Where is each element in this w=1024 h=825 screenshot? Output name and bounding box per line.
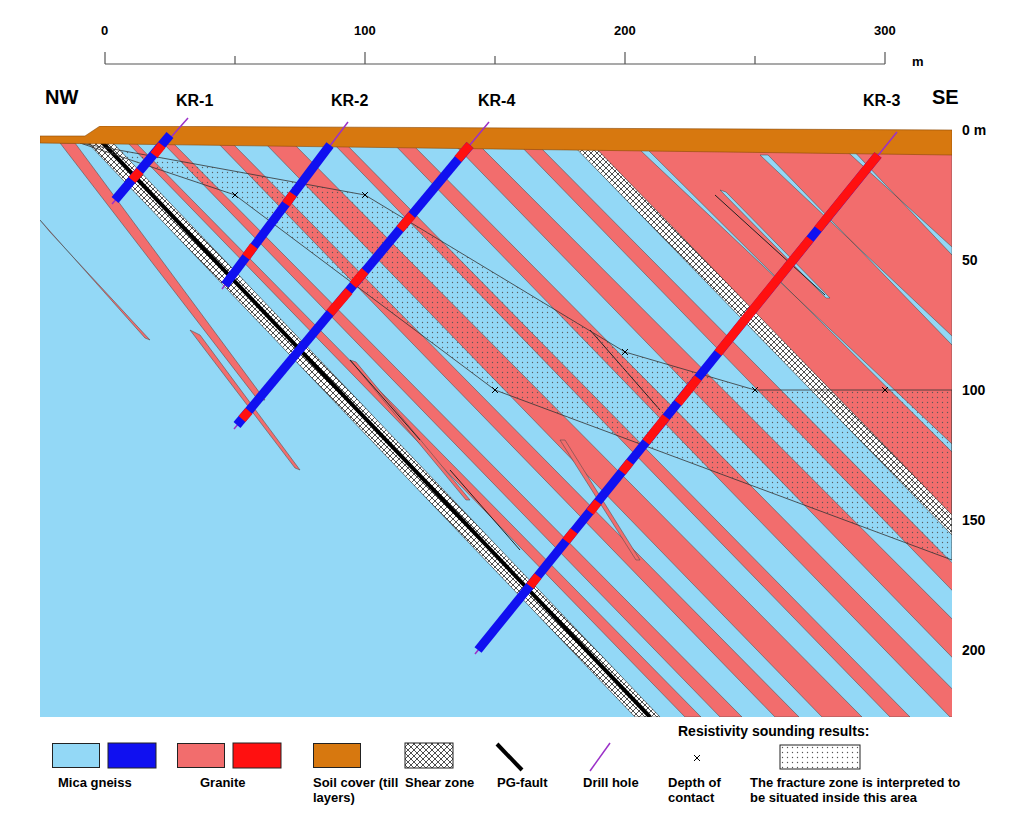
legend-text: The fracture zone is interpreted to be s… [750, 776, 965, 806]
granite-lens [190, 330, 300, 470]
granite-lens [40, 220, 150, 340]
scale-bar [105, 52, 885, 64]
depth-label: 200 [962, 642, 985, 658]
legend-swatch [177, 743, 225, 768]
legend-swatch [52, 743, 100, 768]
depth-label: 150 [962, 512, 985, 528]
legend-heading: Resistivity sounding results: [678, 723, 869, 739]
drill-core-logs [115, 135, 878, 650]
legend-text: Soil cover (till layers) [313, 776, 401, 806]
drill-hole-label: KR-1 [176, 92, 213, 110]
contact-markers [232, 192, 888, 393]
core-granite [353, 271, 365, 285]
gneiss-streak [760, 155, 952, 345]
direction-label: NW [45, 86, 78, 109]
core-granite [566, 531, 574, 541]
legend-text: Depth of contact [668, 776, 740, 806]
drill-hole-label: KR-3 [863, 92, 900, 110]
section-body [40, 126, 952, 717]
core-granite [646, 417, 666, 442]
core-gneiss [225, 145, 330, 285]
core-granite [622, 462, 630, 472]
drill-hole-label: KR-2 [331, 92, 368, 110]
core-granite [678, 378, 698, 403]
legend-text: PG-fault [497, 776, 548, 791]
direction-label: SE [932, 86, 959, 109]
contact-marker [492, 387, 498, 393]
legend-text: Granite [200, 776, 246, 791]
contact-marker [362, 192, 368, 198]
legend-drill-sample [590, 743, 610, 771]
core-granite [530, 576, 538, 586]
legend-contact-sample [694, 755, 700, 761]
scale-number: 100 [354, 24, 376, 39]
depth-label: 50 [962, 252, 978, 268]
scale-unit: m [912, 55, 924, 70]
gneiss-streak [840, 145, 952, 255]
drill-hole [222, 122, 348, 289]
scale-number: 200 [614, 24, 636, 39]
core-gneiss [237, 145, 470, 425]
drill-hole-label: KR-4 [478, 92, 515, 110]
core-granite [400, 215, 412, 229]
core-granite [330, 291, 349, 313]
legend-text: Drill hole [583, 776, 639, 791]
contact-marker [752, 387, 758, 393]
core-granite [154, 145, 162, 155]
contact-marker [882, 387, 888, 393]
core-granite [590, 502, 598, 512]
core-gneiss [478, 155, 878, 650]
legend-swatch-dark-gneiss [108, 743, 156, 768]
mica-gneiss-ground [40, 136, 952, 717]
core-gneiss [115, 135, 170, 200]
granite-bands [40, 140, 952, 717]
depth-label: 100 [962, 382, 985, 398]
legend-text: Shear zone [405, 776, 474, 791]
drill-hole [475, 132, 897, 654]
contact-marker [232, 192, 238, 198]
legend-samples [108, 743, 860, 771]
legend-swatch-dark-granite [233, 743, 281, 768]
contact-marker [622, 349, 628, 355]
scale-number: 0 [101, 24, 108, 39]
scale-ticks [105, 52, 885, 64]
legend-swatch [313, 743, 361, 768]
drill-hole [112, 118, 188, 204]
drill-hole [234, 122, 489, 429]
core-granite [242, 411, 249, 419]
legend-fault-sample [497, 744, 522, 770]
core-granite [286, 194, 293, 204]
core-granite [818, 155, 878, 229]
legend-text: Mica gneiss [58, 776, 132, 791]
scale-number: 300 [874, 24, 896, 39]
core-granite [718, 239, 810, 353]
drill-hole-lines [112, 118, 897, 654]
fracture-zone-area [80, 143, 952, 560]
legend-swatch-shear [405, 743, 453, 768]
depth-label: 0 m [962, 122, 986, 138]
legend-fracture-sample [780, 745, 860, 769]
core-granite [246, 246, 254, 257]
core-granite [132, 171, 140, 180]
core-granite [458, 145, 470, 159]
